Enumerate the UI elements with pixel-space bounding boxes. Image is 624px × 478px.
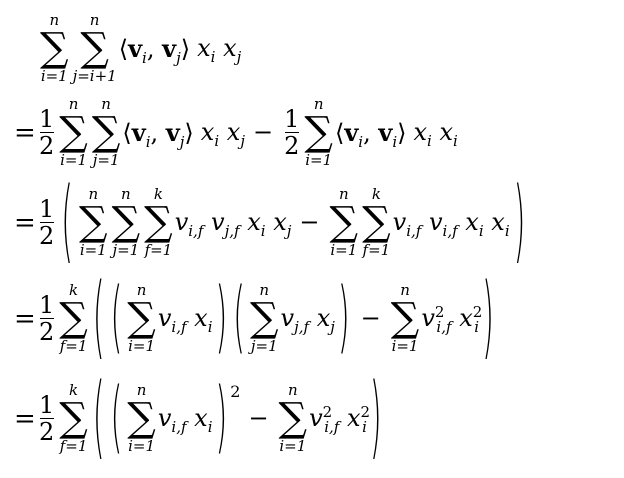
summation: n∑i=1 xyxy=(79,185,108,259)
equals-sign: = xyxy=(14,208,36,238)
summation: n∑i=1 xyxy=(127,381,156,455)
minus-sign: − xyxy=(360,304,381,332)
product-term: vi,f vj,f xi xj xyxy=(174,208,292,240)
left-paren: ( xyxy=(233,272,245,364)
right-paren: ) xyxy=(215,372,228,464)
product-term: vi,f xi xyxy=(157,404,213,436)
product-term: vj,f xj xyxy=(280,304,335,336)
summation: n∑i=1 xyxy=(127,281,156,355)
right-paren: ) xyxy=(337,272,350,364)
left-paren: ( xyxy=(92,365,105,471)
summation: n∑j=1 xyxy=(111,185,141,259)
inner-product: ⟨vi, vj⟩ xyxy=(122,117,194,151)
left-paren: ( xyxy=(61,169,73,275)
x-term: xi xj xyxy=(200,118,245,150)
summation: n∑i=1 xyxy=(59,95,88,169)
right-paren: ) xyxy=(513,169,526,275)
summation: n∑j=i+1 xyxy=(72,11,117,85)
summation: k∑f=1 xyxy=(59,281,88,355)
minus-sign: − xyxy=(299,208,320,236)
left-paren: ( xyxy=(110,272,123,364)
equals-sign: = xyxy=(14,404,36,434)
product-term: vi,f vi,f xi xi xyxy=(392,208,510,240)
summation: n∑i=1 xyxy=(329,185,359,259)
right-paren: ) xyxy=(482,265,494,371)
summation: n∑j=1 xyxy=(249,281,279,355)
minus-sign: − xyxy=(253,118,274,146)
right-paren: ) xyxy=(215,272,228,364)
summation: k∑f=1 xyxy=(59,381,88,455)
summation: n∑i=1 xyxy=(390,281,420,355)
inner-product: ⟨vi, vi⟩ xyxy=(334,117,407,151)
x-term: xi xi xyxy=(413,118,458,150)
right-paren: ) xyxy=(369,365,382,471)
square-term: v2i,f x2i xyxy=(309,403,371,436)
equals-sign: = xyxy=(14,304,36,334)
left-paren: ( xyxy=(110,372,123,464)
x-term: xi xj xyxy=(197,34,242,66)
product-term: vi,f xi xyxy=(157,304,213,336)
summation: n∑i=1 xyxy=(278,381,308,455)
equals-sign: = xyxy=(14,118,36,148)
line-1-expression: n∑i=1 n∑j=i+1 ⟨vi, vj⟩ xi xj xyxy=(38,0,241,96)
inner-product: ⟨vi, vj⟩ xyxy=(118,33,191,67)
summation: k∑f=1 xyxy=(362,185,391,259)
minus-sign: − xyxy=(248,404,269,432)
left-paren: ( xyxy=(92,265,105,371)
summation: n∑j=1 xyxy=(91,95,121,169)
summation: n∑i=1 xyxy=(40,11,69,85)
square-term: v2i,f x2i xyxy=(421,303,483,336)
summation: k∑f=1 xyxy=(144,185,173,259)
summation: n∑i=1 xyxy=(304,95,333,169)
